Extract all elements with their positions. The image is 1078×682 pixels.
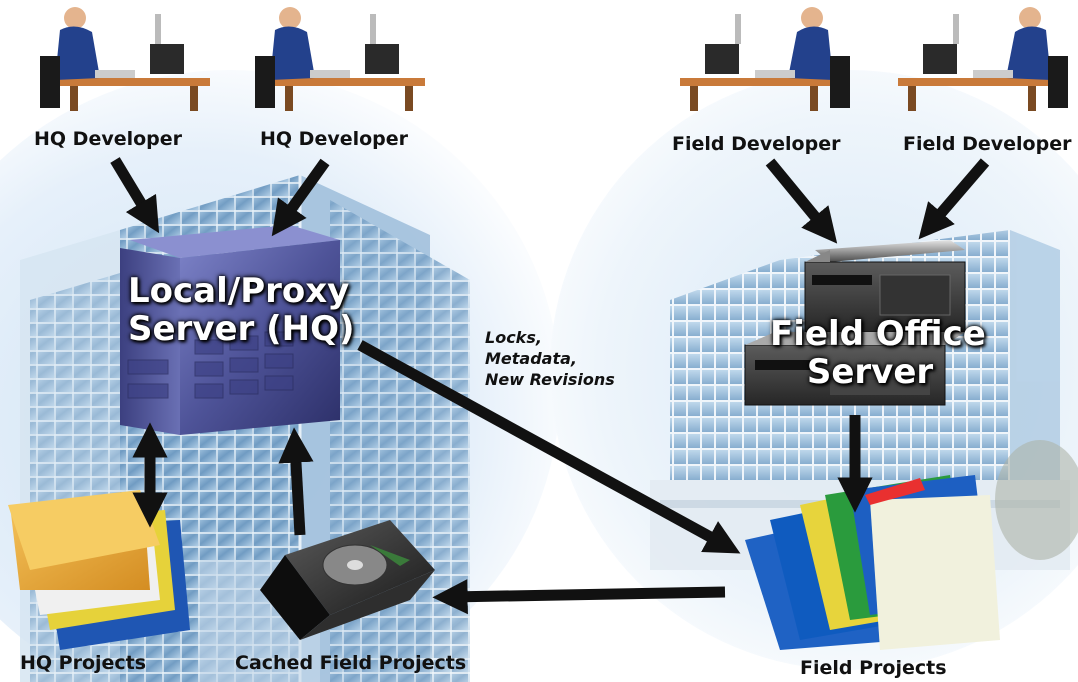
hq-developer-right-label: HQ Developer [260,128,409,150]
arrow-fieldprojects-to-cache [432,579,726,615]
field-developer-right-illustration [898,7,1068,111]
hq-server-illustration [120,225,340,435]
flow-arrows [110,157,990,615]
field-server-illustration [744,240,966,406]
field-developer-right-label: Field Developer [903,133,1072,155]
sync-flow-label: Locks, Metadata, New Revisions [485,327,615,390]
field-server-label-line1: Field Office [770,314,986,354]
arrow-fielddev1-to-server [765,158,838,244]
hq-server-label: Local/Proxy Server (HQ) [128,271,355,349]
hq-server-label-line2: Server (HQ) [128,309,355,349]
hq-developer-left-illustration [40,7,210,111]
field-developer-left-illustration [680,7,850,111]
field-projects-label: Field Projects [800,657,947,679]
field-server-label: Field Office Server [770,314,986,392]
arrow-hqdev2-to-server [271,158,330,237]
sync-flow-label-line2: Metadata, [485,349,577,368]
arrow-cache-to-server [278,427,314,536]
hq-developer-left-label: HQ Developer [34,128,183,150]
field-developer-left-label: Field Developer [672,133,841,155]
arrow-fielddev2-to-server [918,158,990,240]
hq-projects-illustration [8,490,190,650]
cached-projects-illustration [260,520,435,640]
hq-developer-right-illustration [255,7,425,111]
sync-flow-label-line1: Locks, [485,328,542,347]
field-server-label-line2: Server [806,352,934,392]
arrow-hq-to-fieldprojects [357,340,741,554]
cached-field-projects-label: Cached Field Projects [235,652,467,674]
sync-flow-label-line3: New Revisions [485,370,615,389]
hq-projects-label: HQ Projects [20,652,147,674]
arrow-hqdev1-to-server [110,157,160,234]
hq-server-label-line1: Local/Proxy [128,271,350,311]
